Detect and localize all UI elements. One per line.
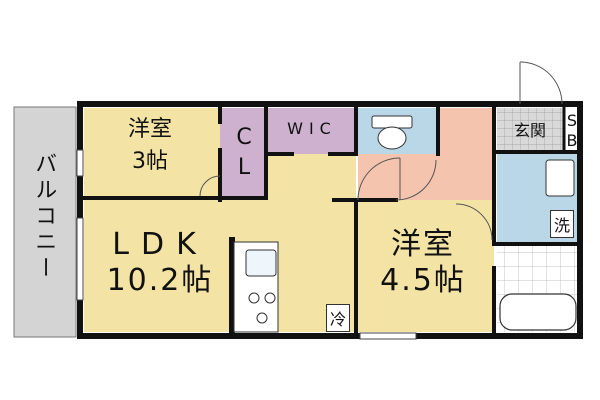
stove-burners: [248, 292, 276, 324]
washbasin: [545, 159, 575, 197]
entrance-label: 玄関: [513, 121, 546, 140]
walls: [77, 101, 583, 339]
ldk-floor: [84, 196, 356, 332]
wic-label: WIC: [287, 119, 337, 138]
wic-floor: [268, 108, 356, 154]
shoebox-label-s: S: [566, 111, 578, 130]
western-room-large-name: 洋室: [391, 227, 455, 262]
ldk-size-label: 10.2帖: [106, 263, 214, 298]
balcony-label: バルコニー: [31, 152, 57, 282]
entrance-floor: [497, 108, 563, 152]
balcony-area: [13, 106, 77, 338]
shoebox-label-b: B: [566, 131, 578, 150]
toilet-fixture: [371, 115, 413, 150]
western-room-small-floor: [84, 108, 220, 196]
washer-label: 洗: [550, 210, 575, 238]
ldk-upper-floor: [268, 154, 356, 196]
hallway-floor: [358, 154, 438, 200]
windows: [76, 149, 417, 340]
western-room-large-size: 4.5帖: [380, 263, 466, 298]
ldk-name-label: LDK: [112, 227, 208, 262]
closet-label-c: C: [236, 125, 252, 150]
western-room-small-size: 3帖: [132, 149, 168, 174]
fridge-label: 冷: [326, 304, 351, 332]
door-swings: [199, 61, 563, 241]
closet-floor: [220, 108, 266, 196]
bathtub: [499, 293, 577, 331]
western-room-large-floor: [358, 200, 494, 332]
kitchen-sink: [245, 249, 277, 277]
closet-label-l: L: [237, 155, 251, 180]
western-room-small-name: 洋室: [127, 117, 172, 142]
